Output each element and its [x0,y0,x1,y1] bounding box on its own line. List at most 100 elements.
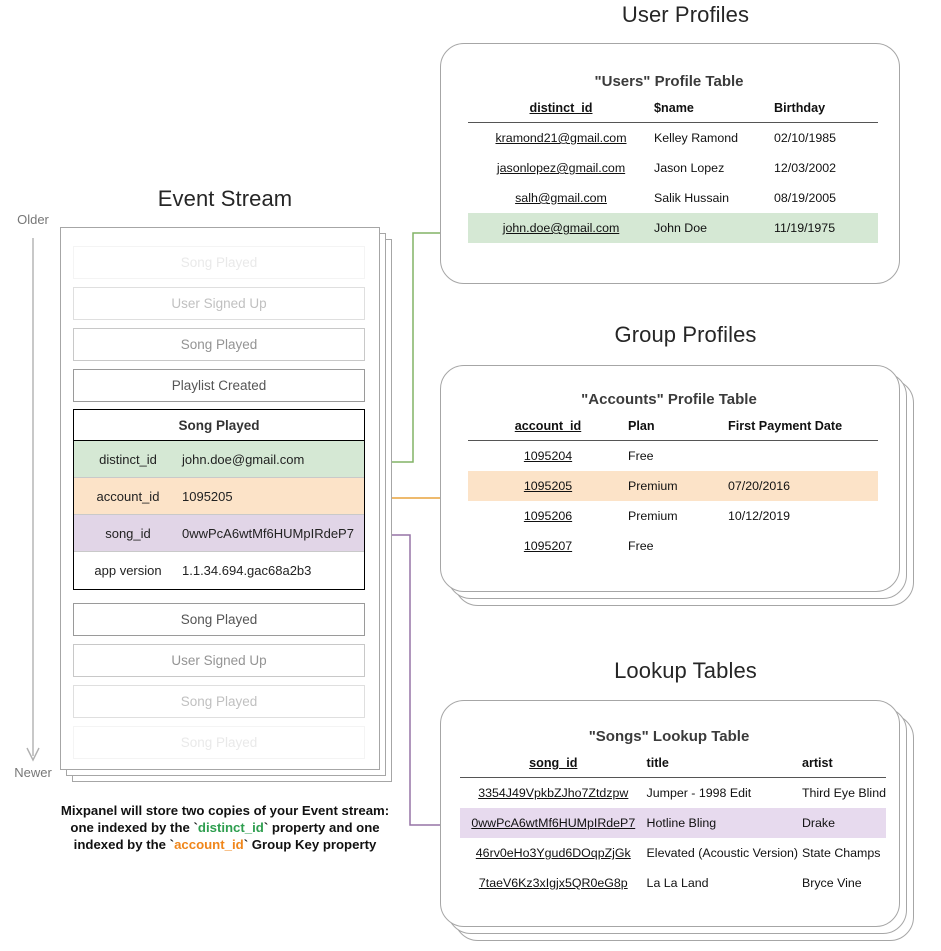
event-property-value: john.doe@gmail.com [182,451,305,467]
table-cell: kramond21@gmail.com [468,123,654,153]
songs-header-label: artist [801,756,833,770]
users-table: distinct_id$name Birthday kramond21@gmail.… [468,101,878,243]
event-row-label: Playlist Created [171,378,267,393]
caption-token-distinct-id: distinct_id [197,820,264,835]
songs-header-0: song_id [460,756,647,778]
accounts-header-label: First Payment Date [728,419,843,433]
table-cell: Premium [628,501,728,531]
table-cell: 12/03/2002 [774,153,878,183]
table-cell: Premium [628,471,728,501]
table-cell: Hotline Bling [646,808,802,838]
accounts-header-2: First Payment Date [728,419,878,441]
table-cell-text: 1095205 [523,479,573,493]
event-row[interactable]: Song Played [73,246,365,279]
table-cell-text: 02/10/1985 [774,131,837,145]
table-cell-text: 0wwPcA6wtMf6HUMpIRdeP7 [471,816,636,830]
table-cell-text: 12/03/2002 [774,161,837,175]
table-cell: Drake [801,808,886,838]
event-row-label: Song Played [180,694,258,709]
table-cell: 11/19/1975 [774,213,878,243]
caption-line-1: Mixpanel will store two copies of your E… [60,803,390,818]
table-cell-text: Third Eye Blind [801,786,886,800]
table-header-rule [460,777,886,778]
event-row[interactable]: Song Played [73,726,365,759]
user-profiles-title: User Profiles [621,2,750,27]
table-cell-text: 46rv0eHo3Ygud6DOqpZjGk [475,846,631,860]
songs-header-2: artist [802,756,886,778]
caption-token-account-id: account_id [174,837,244,852]
users-header-label: $name [654,101,694,115]
table-cell: 1095204 [468,441,628,471]
table-cell: 1095206 [468,501,628,531]
axis-label-older: Older [17,212,49,227]
songs-table-title: "Songs" Lookup Table [588,728,750,745]
table-cell-text: Salik Hussain [654,191,730,205]
table-row[interactable]: kramond21@gmail.com Kelley Ramond 02/10/19… [468,123,878,153]
event-property-row: song_id 0wwPcA6wtMf6HUMpIRdeP7 [74,515,364,552]
table-cell-text: Hotline Bling [646,816,717,830]
table-cell-text: Free [628,539,654,553]
table-cell [728,441,878,471]
table-cell: Free [628,441,728,471]
event-property-value: 1095205 [182,488,233,504]
event-row[interactable]: Song Played [73,328,365,361]
event-row-label: User Signed Up [171,296,267,311]
event-row[interactable]: User Signed Up [73,287,365,320]
table-cell-text: salh@gmail.com [515,191,607,205]
table-cell-text: Drake [801,816,836,830]
event-stream-title: Event Stream [157,186,293,211]
table-cell: La La Land [647,868,802,898]
table-cell [728,531,878,561]
users-header-label: Birthday [774,101,826,115]
event-row[interactable]: User Signed Up [73,644,365,677]
event-property-row: distinct_id john.doe@gmail.com [74,441,364,478]
stream-caption: Mixpanel will store two copies of your E… [35,802,415,853]
table-row[interactable]: 0wwPcA6wtMf6HUMpIRdeP7 Hotline Bling Drake [460,808,886,838]
table-cell-text: john.doe@gmail.com [502,221,620,235]
table-cell: Salik Hussain [654,183,774,213]
table-cell-text: kramond21@gmail.com [495,131,627,145]
table-row[interactable]: salh@gmail.com Salik Hussain 08/19/2005 [468,183,878,213]
table-cell: 02/10/1985 [774,123,878,153]
event-property-value: 0wwPcA6wtMf6HUMpIRdeP7 [182,525,354,541]
caption-line-2c: ` property and one [263,820,380,835]
table-cell: 1095205 [468,471,628,501]
time-axis: Older Newer [6,212,60,780]
event-row[interactable]: Playlist Created [73,369,365,402]
event-property-key: account_id [96,488,160,504]
table-header-rule [468,122,878,123]
event-property-key: distinct_id [99,451,157,467]
group-profiles-title: Group Profiles [614,322,757,347]
users-header-0: distinct_id [468,101,654,123]
event-property-row: account_id 1095205 [74,478,364,515]
table-cell-text: 07/20/2016 [728,479,791,493]
event-row[interactable]: Song Played [73,603,365,636]
accounts-header-1: Plan [628,419,728,441]
accounts-header-label: Plan [628,419,655,433]
table-cell-text: Jason Lopez [654,161,725,175]
table-cell: salh@gmail.com [468,183,654,213]
table-cell-text: Kelley Ramond [654,131,739,145]
event-property-key: song_id [105,525,151,541]
table-cell-text: 08/19/2005 [774,191,837,205]
event-row-label: Song Played [180,735,258,750]
event-row[interactable]: Song Played [73,685,365,718]
songs-header-label: song_id [529,756,578,770]
table-cell: John Doe [654,213,774,243]
caption-line-3a: indexed by the ` [73,837,175,852]
